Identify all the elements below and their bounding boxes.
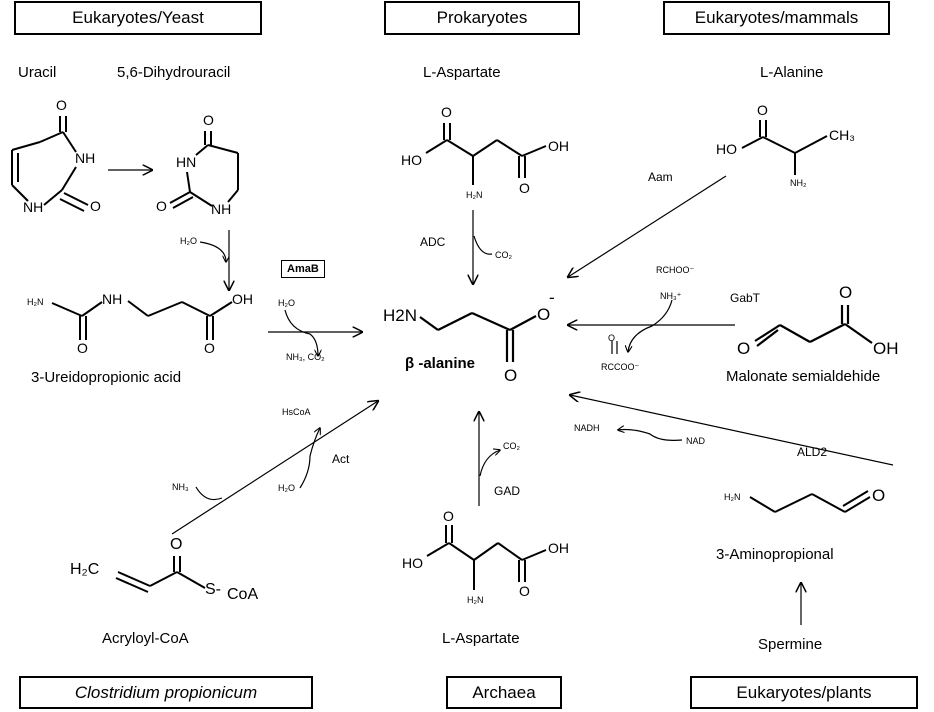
label-aspartate-top: L-Aspartate <box>423 64 501 81</box>
label-alanine: L-Alanine <box>760 64 824 81</box>
cofactor-nadh: NADH <box>574 423 600 433</box>
molecule-acryloyl-coa <box>115 556 206 593</box>
atom-o: O <box>519 180 530 196</box>
atom-ho: HO <box>401 152 422 168</box>
box-label: Clostridium propionicum <box>74 682 258 702</box>
box-prokaryotes: Prokaryotes <box>384 1 580 35</box>
cofactor-rchoo: RCHOO⁻ <box>656 265 695 275</box>
atom-h2n: H₂N <box>467 595 484 605</box>
label-dihydrouracil: 5,6-Dihydrouracil <box>117 64 231 81</box>
enzyme-gad: GAD <box>494 484 521 498</box>
atom-o: O <box>56 97 67 113</box>
atom-o: O <box>90 198 101 214</box>
molecule-malonate-semialdehide <box>754 305 873 347</box>
label-malonate-semialdehide: Malonate semialdehide <box>726 368 881 385</box>
label-uracil: Uracil <box>18 64 57 81</box>
cofactor-nh3-co2: NH₃, CO₂ <box>286 352 325 362</box>
cofactor-co2-bottom: CO₂ <box>503 441 520 451</box>
atom-oh: OH <box>873 339 899 358</box>
molecule-dihydrouracil <box>169 131 239 209</box>
label-ureidopropionic-acid: 3-Ureidopropionic acid <box>31 369 182 386</box>
atom-o: O <box>757 102 768 118</box>
box-label: Eukaryotes/Yeast <box>72 8 204 27</box>
cofactor-nad: NAD <box>686 436 706 446</box>
molecule-aspartate-top <box>425 123 547 185</box>
box-label: Prokaryotes <box>436 8 528 27</box>
atom-o: O <box>441 104 452 120</box>
cofactor-co2-top: CO₂ <box>495 250 512 260</box>
atom-ho: HO <box>716 141 737 157</box>
atom-hn: HN <box>176 154 197 170</box>
atom-o: O <box>519 583 530 599</box>
atom-oh: OH <box>548 138 569 154</box>
box-label: Archaea <box>472 682 536 702</box>
atom-h2n-big: H2N <box>383 306 418 325</box>
atom-nh2: NH₂ <box>790 178 807 188</box>
atom-h2n: H₂N <box>27 297 44 307</box>
atom-minus: - <box>549 288 555 307</box>
atom-o: O <box>203 112 214 128</box>
label-aminopropional: 3-Aminopropional <box>716 546 834 563</box>
cofactor-o-small: O <box>608 333 616 343</box>
molecule-ureidopropionic <box>51 300 233 340</box>
enzyme-adc: ADC <box>420 235 446 249</box>
box-label: Eukaryotes/mammals <box>694 8 859 27</box>
molecule-aminopropional <box>749 490 871 513</box>
atom-o: O <box>77 340 88 356</box>
box-clostridium: Clostridium propionicum <box>19 676 313 709</box>
atom-h2c: H₂C <box>70 561 100 578</box>
label-spermine: Spermine <box>758 636 823 653</box>
atom-coa: CoA <box>227 586 259 603</box>
atom-oh: OH <box>232 291 253 307</box>
box-eukaryotes-plants: Eukaryotes/plants <box>690 676 918 709</box>
cofactor-nh3plus: NH₃⁺ <box>660 291 682 301</box>
cofactor-h2o-1: H₂O <box>180 236 197 246</box>
atom-o: O <box>537 305 551 324</box>
cofactor-h2o-2: H₂O <box>278 298 295 308</box>
atom-o: O <box>737 339 751 358</box>
atom-o: O <box>872 486 886 505</box>
atom-nh: NH <box>23 199 44 215</box>
atom-nh: NH <box>75 150 96 166</box>
box-eukaryotes-yeast: Eukaryotes/Yeast <box>14 1 262 35</box>
atom-s: S- <box>205 581 221 598</box>
atom-o: O <box>204 340 215 356</box>
molecule-aspartate-bottom <box>426 525 547 590</box>
box-label: Eukaryotes/plants <box>736 682 872 702</box>
enzyme-aam: Aam <box>648 170 673 184</box>
molecule-beta-alanine <box>419 311 537 362</box>
cofactor-nh3: NH₃ <box>172 482 189 492</box>
atom-h2n: H₂N <box>724 492 741 502</box>
atom-oh: OH <box>548 540 569 556</box>
label-acryloyl-coa: Acryloyl-CoA <box>102 630 189 647</box>
cofactor-h2o-3: H₂O <box>278 483 295 493</box>
enzyme-amab-box: AmaB <box>281 260 325 278</box>
label-beta-alanine: β -alanine <box>405 355 476 372</box>
enzyme-gabt: GabT <box>730 291 761 305</box>
box-eukaryotes-mammals: Eukaryotes/mammals <box>663 1 890 35</box>
atom-o: O <box>156 198 167 214</box>
atom-o: O <box>504 366 518 385</box>
atom-h2n: H₂N <box>466 190 483 200</box>
atom-o: O <box>839 283 853 302</box>
atom-nh: NH <box>102 291 123 307</box>
enzyme-act: Act <box>332 452 350 466</box>
molecule-alanine <box>741 120 828 175</box>
cofactor-hscoa: HsCoA <box>282 407 311 417</box>
cofactor-rccoo: RCCOO⁻ <box>601 362 640 372</box>
reaction-arrows <box>108 170 894 625</box>
atom-ho: HO <box>402 555 423 571</box>
atom-nh: NH <box>211 201 232 217</box>
atom-o: O <box>170 536 183 553</box>
atom-o: O <box>443 508 454 524</box>
box-archaea: Archaea <box>446 676 562 709</box>
atom-ch3: CH₃ <box>829 127 855 143</box>
label-aspartate-bottom: L-Aspartate <box>442 630 520 647</box>
molecule-uracil <box>11 116 89 212</box>
